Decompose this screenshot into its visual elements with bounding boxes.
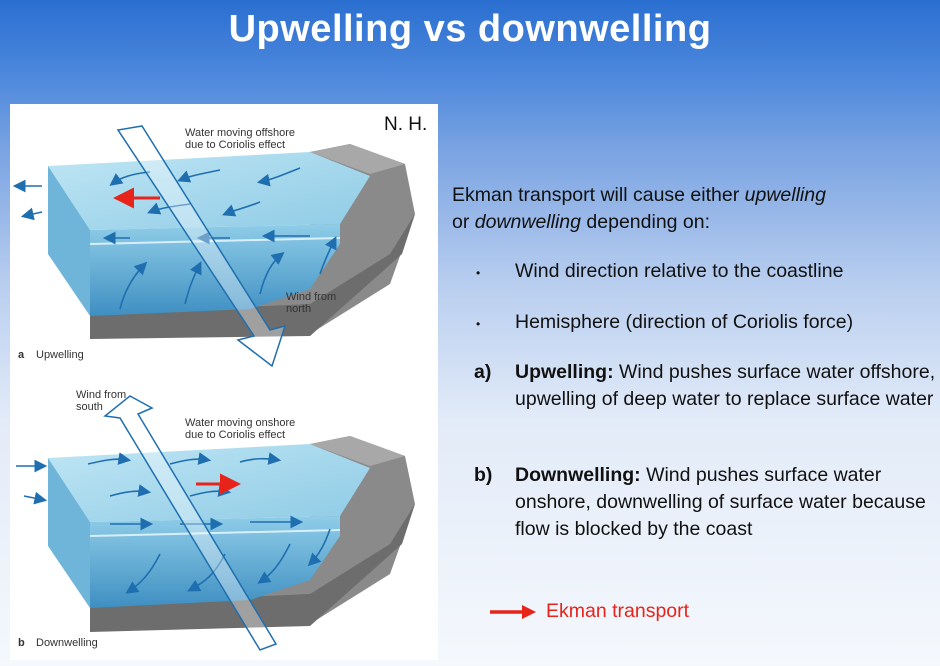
panel-b-water-label-2: due to Coriolis effect bbox=[185, 429, 285, 441]
upwelling-panel: Water moving offshore due to Coriolis ef… bbox=[12, 125, 415, 368]
bullet-hemisphere: Hemisphere (direction of Coriolis force) bbox=[515, 311, 854, 333]
intro-part-3: depending on: bbox=[581, 211, 711, 233]
legend-arrow-icon bbox=[490, 605, 536, 619]
item-body-downwelling: Downwelling: Wind pushes surface water o… bbox=[515, 462, 939, 543]
item-body-upwelling: Upwelling: Wind pushes surface water off… bbox=[515, 359, 939, 413]
intro-part-2: or bbox=[452, 211, 475, 233]
intro-downwelling: downwelling bbox=[474, 211, 581, 233]
bullet-dot: • bbox=[476, 317, 481, 331]
hemisphere-label: N. H. bbox=[384, 114, 428, 135]
panel-a-caption: Upwelling bbox=[36, 349, 84, 361]
slide-title: Upwelling vs downwelling bbox=[228, 8, 712, 50]
panel-a-water-label-2: due to Coriolis effect bbox=[185, 139, 285, 151]
panel-a-letter: a bbox=[18, 349, 25, 361]
intro-upwelling: upwelling bbox=[744, 184, 826, 206]
bullet-dot: • bbox=[476, 266, 481, 280]
item-rest-upwelling: Wind pushes surface water offshore, upwe… bbox=[515, 361, 936, 410]
panel-a-wind-label-1: Wind from bbox=[286, 291, 336, 303]
downwelling-panel: Wind from south Water moving onshore due… bbox=[16, 389, 415, 651]
panel-b-letter: b bbox=[18, 637, 25, 649]
intro-text: Ekman transport will cause either upwell… bbox=[452, 182, 938, 236]
legend: Ekman transport bbox=[486, 600, 786, 630]
wind-arrow-north bbox=[116, 125, 287, 368]
panel-b-wind-label-2: south bbox=[76, 401, 103, 413]
panel-b-wind-label-1: Wind from bbox=[76, 389, 126, 401]
panel-a-wind-label-2: north bbox=[286, 303, 311, 315]
item-rest-downwelling: Wind pushes surface water onshore, downw… bbox=[515, 464, 926, 540]
item-lead-upwelling: Upwelling: bbox=[515, 361, 614, 383]
item-lead-downwelling: Downwelling: bbox=[515, 464, 641, 486]
wind-arrow-south bbox=[103, 395, 278, 651]
panel-b-water-label-1: Water moving onshore bbox=[185, 417, 295, 429]
legend-label: Ekman transport bbox=[546, 600, 690, 622]
item-marker-b: b) bbox=[474, 464, 493, 486]
panel-a-water-label-1: Water moving offshore bbox=[185, 127, 295, 139]
intro-part-1: Ekman transport will cause either bbox=[452, 184, 745, 206]
bullet-wind-direction: Wind direction relative to the coastline bbox=[515, 260, 844, 282]
panel-b-caption: Downwelling bbox=[36, 637, 98, 649]
item-marker-a: a) bbox=[474, 361, 492, 383]
ekman-figure: Water moving offshore due to Coriolis ef… bbox=[10, 104, 438, 660]
ekman-diagram: Water moving offshore due to Coriolis ef… bbox=[12, 125, 415, 651]
